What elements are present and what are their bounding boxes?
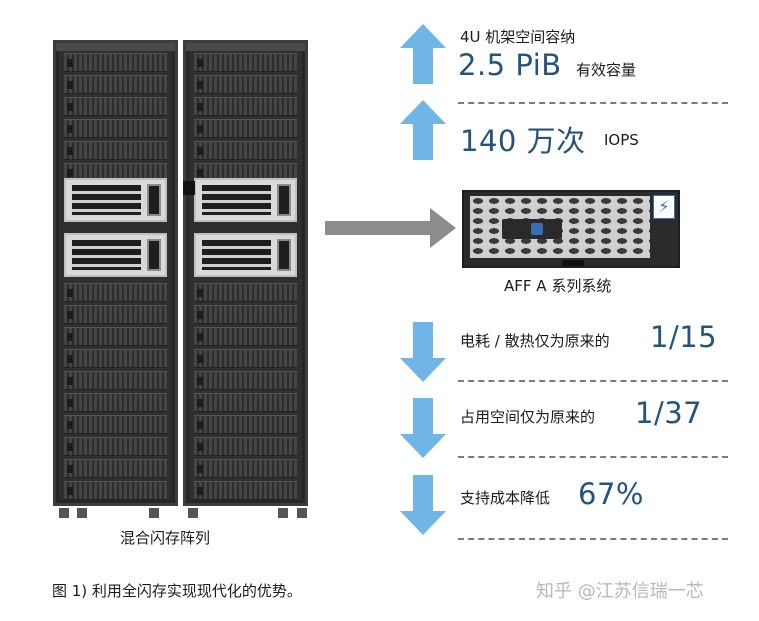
up-arrow-icon (400, 100, 446, 160)
cost-value: 67% (578, 477, 644, 511)
power-value: 1/15 (650, 320, 718, 354)
figure-caption: 图 1) 利用全闪存实现现代化的优势。 (52, 582, 302, 600)
aff-device-label: AFF A 系列系统 (504, 277, 612, 295)
server-rack-left (53, 40, 178, 506)
iops-value: 140 万次 (460, 124, 586, 158)
capacity-suffix: 有效容量 (576, 61, 637, 79)
aff-a-series-device: ⚡ (462, 190, 680, 268)
netapp-logo-icon (531, 223, 543, 235)
lightning-bolt-icon: ⚡ (653, 195, 675, 219)
transition-arrow-icon (430, 208, 456, 248)
transition-arrow-shaft (325, 221, 433, 235)
rack-connector (183, 181, 195, 195)
capacity-value: 2.5 PiB (458, 48, 562, 82)
power-text: 电耗 / 散热仅为原来的 (460, 332, 610, 350)
space-value: 1/37 (635, 396, 703, 430)
watermark: 知乎 @江苏信瑞一芯 (536, 581, 704, 602)
space-text: 占用空间仅为原来的 (460, 408, 596, 426)
hybrid-flash-array-illustration (53, 40, 308, 518)
down-arrow-icon (400, 322, 446, 382)
hybrid-array-label: 混合闪存阵列 (120, 529, 211, 547)
divider (458, 456, 728, 458)
iops-suffix: IOPS (604, 131, 639, 149)
server-rack-right (183, 40, 308, 506)
down-arrow-icon (400, 475, 446, 535)
divider (458, 538, 728, 540)
capacity-intro: 4U 机架空间容纳 (460, 28, 576, 46)
down-arrow-icon (400, 398, 446, 458)
divider (458, 380, 728, 382)
cost-text: 支持成本降低 (460, 489, 551, 507)
up-arrow-icon (400, 24, 446, 84)
divider (458, 102, 728, 104)
